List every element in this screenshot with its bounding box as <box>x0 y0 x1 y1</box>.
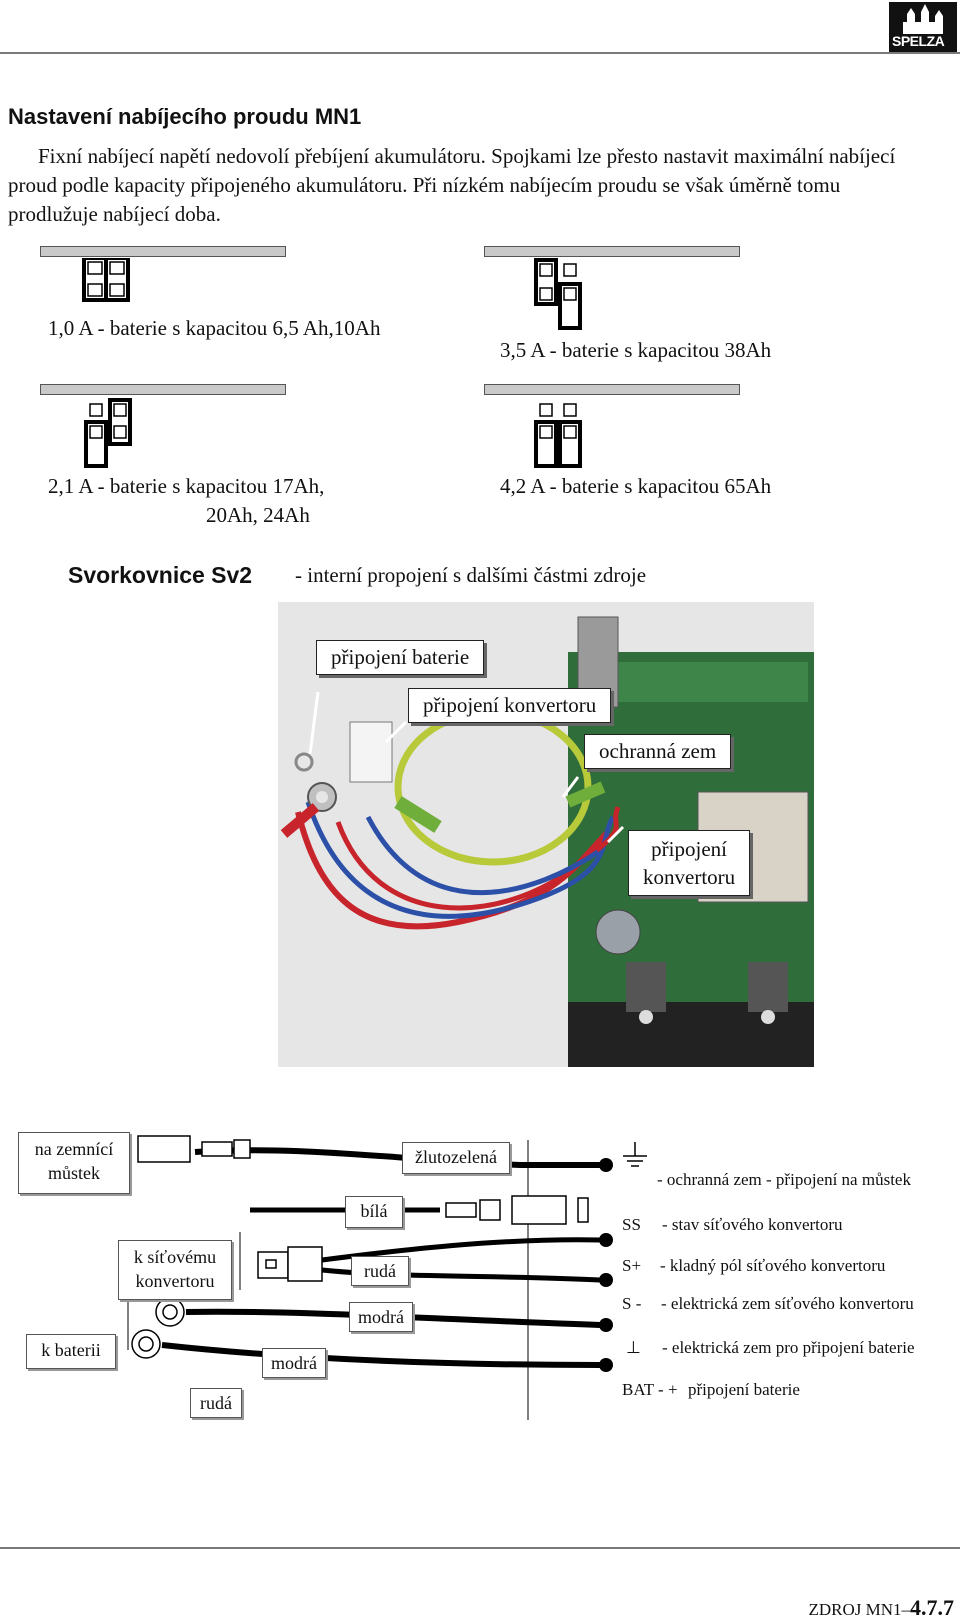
label-ground-bridge: na zemnící můstek <box>18 1132 130 1194</box>
jumper-caption-4: 4,2 A - baterie s kapacitou 65Ah <box>500 474 772 498</box>
footer-rule <box>0 1547 960 1549</box>
company-logo: SPELZA <box>889 2 957 52</box>
castle-icon <box>903 4 943 34</box>
legend-splus-symbol: S+ <box>622 1256 642 1275</box>
legend-bat-ground-symbol: ⊥ <box>626 1338 641 1357</box>
pcb-edge-2 <box>484 246 740 257</box>
jumper-caption-2: 3,5 A - baterie s kapacitou 38Ah <box>500 338 772 362</box>
intro-paragraph: Fixní nabíjecí napětí nedovolí přebíjení… <box>8 142 908 229</box>
pcb-edge-3 <box>40 384 286 395</box>
jumper-diagram-2 <box>534 258 582 330</box>
legend-bat-ground-text: - elektrická zem pro připojení baterie <box>662 1338 915 1357</box>
terminal-photo: připojení baterie připojení konvertoru o… <box>278 602 814 1067</box>
jumper-diagram-3 <box>84 398 132 468</box>
jumper-caption-1: 1,0 A - baterie s kapacitou 6,5 Ah,10Ah <box>48 316 381 340</box>
legend-ground-text: - ochranná zem - připojení na můstek <box>657 1170 911 1189</box>
callout-battery: připojení baterie <box>316 640 485 675</box>
label-battery: k baterii <box>26 1334 116 1369</box>
footer-page-number: 4.7.7 <box>910 1595 954 1620</box>
jumper-diagram-4 <box>534 403 582 468</box>
jumper-diagram-1 <box>82 258 130 302</box>
pcb-edge-4 <box>484 384 740 395</box>
wire-label-yellow-green: žlutozelená <box>402 1142 510 1174</box>
wire-label-red-2: rudá <box>190 1388 242 1418</box>
legend-ss-symbol: SS <box>622 1215 641 1234</box>
callout-converter-2: připojení konvertoru <box>628 830 751 896</box>
callout-ground: ochranná zem <box>584 734 732 769</box>
footer-prefix: ZDROJ MN1– <box>808 1600 910 1619</box>
label-mains-converter: k síťovému konvertoru <box>118 1240 232 1300</box>
terminal-description: - interní propojení s dalšími částmi zdr… <box>295 563 647 587</box>
jumper-caption-3b: 20Ah, 24Ah <box>206 503 310 527</box>
legend-bat-symbol: BAT - + <box>622 1380 678 1399</box>
label-ground-bridge-line1: na zemnící <box>34 1139 114 1159</box>
page-footer: ZDROJ MN1–4.7.7 <box>808 1595 954 1621</box>
label-mains-converter-line2: konvertoru <box>135 1271 215 1291</box>
legend-bat-text: připojení baterie <box>688 1380 800 1399</box>
legend-sminus-text: - elektrická zem síťového konvertoru <box>661 1294 914 1313</box>
label-mains-converter-line1: k síťovému <box>133 1247 217 1267</box>
callout-converter-2-line1: připojení <box>651 837 727 861</box>
callout-converter-2-line2: konvertoru <box>643 865 736 889</box>
wire-label-blue-2: modrá <box>262 1348 326 1378</box>
jumper-caption-3a: 2,1 A - baterie s kapacitou 17Ah, <box>48 474 325 498</box>
section-title: Nastavení nabíjecího proudu MN1 <box>8 104 362 129</box>
legend-ss-text: - stav síťového konvertoru <box>662 1215 843 1234</box>
wire-label-red-1: rudá <box>351 1256 409 1286</box>
logo-text: SPELZA <box>892 33 945 49</box>
legend-sminus-symbol: S - <box>622 1294 642 1313</box>
header-rule <box>0 52 960 54</box>
wire-label-blue-1: modrá <box>349 1302 413 1332</box>
wire-label-white: bílá <box>345 1196 403 1228</box>
label-ground-bridge-line2: můstek <box>48 1163 100 1183</box>
pcb-edge-1 <box>40 246 286 257</box>
terminal-title: Svorkovnice Sv2 <box>68 562 253 588</box>
callout-converter: připojení konvertoru <box>408 688 612 723</box>
intro-text: Fixní nabíjecí napětí nedovolí přebíjení… <box>8 144 896 226</box>
legend-splus-text: - kladný pól síťového konvertoru <box>660 1256 886 1275</box>
